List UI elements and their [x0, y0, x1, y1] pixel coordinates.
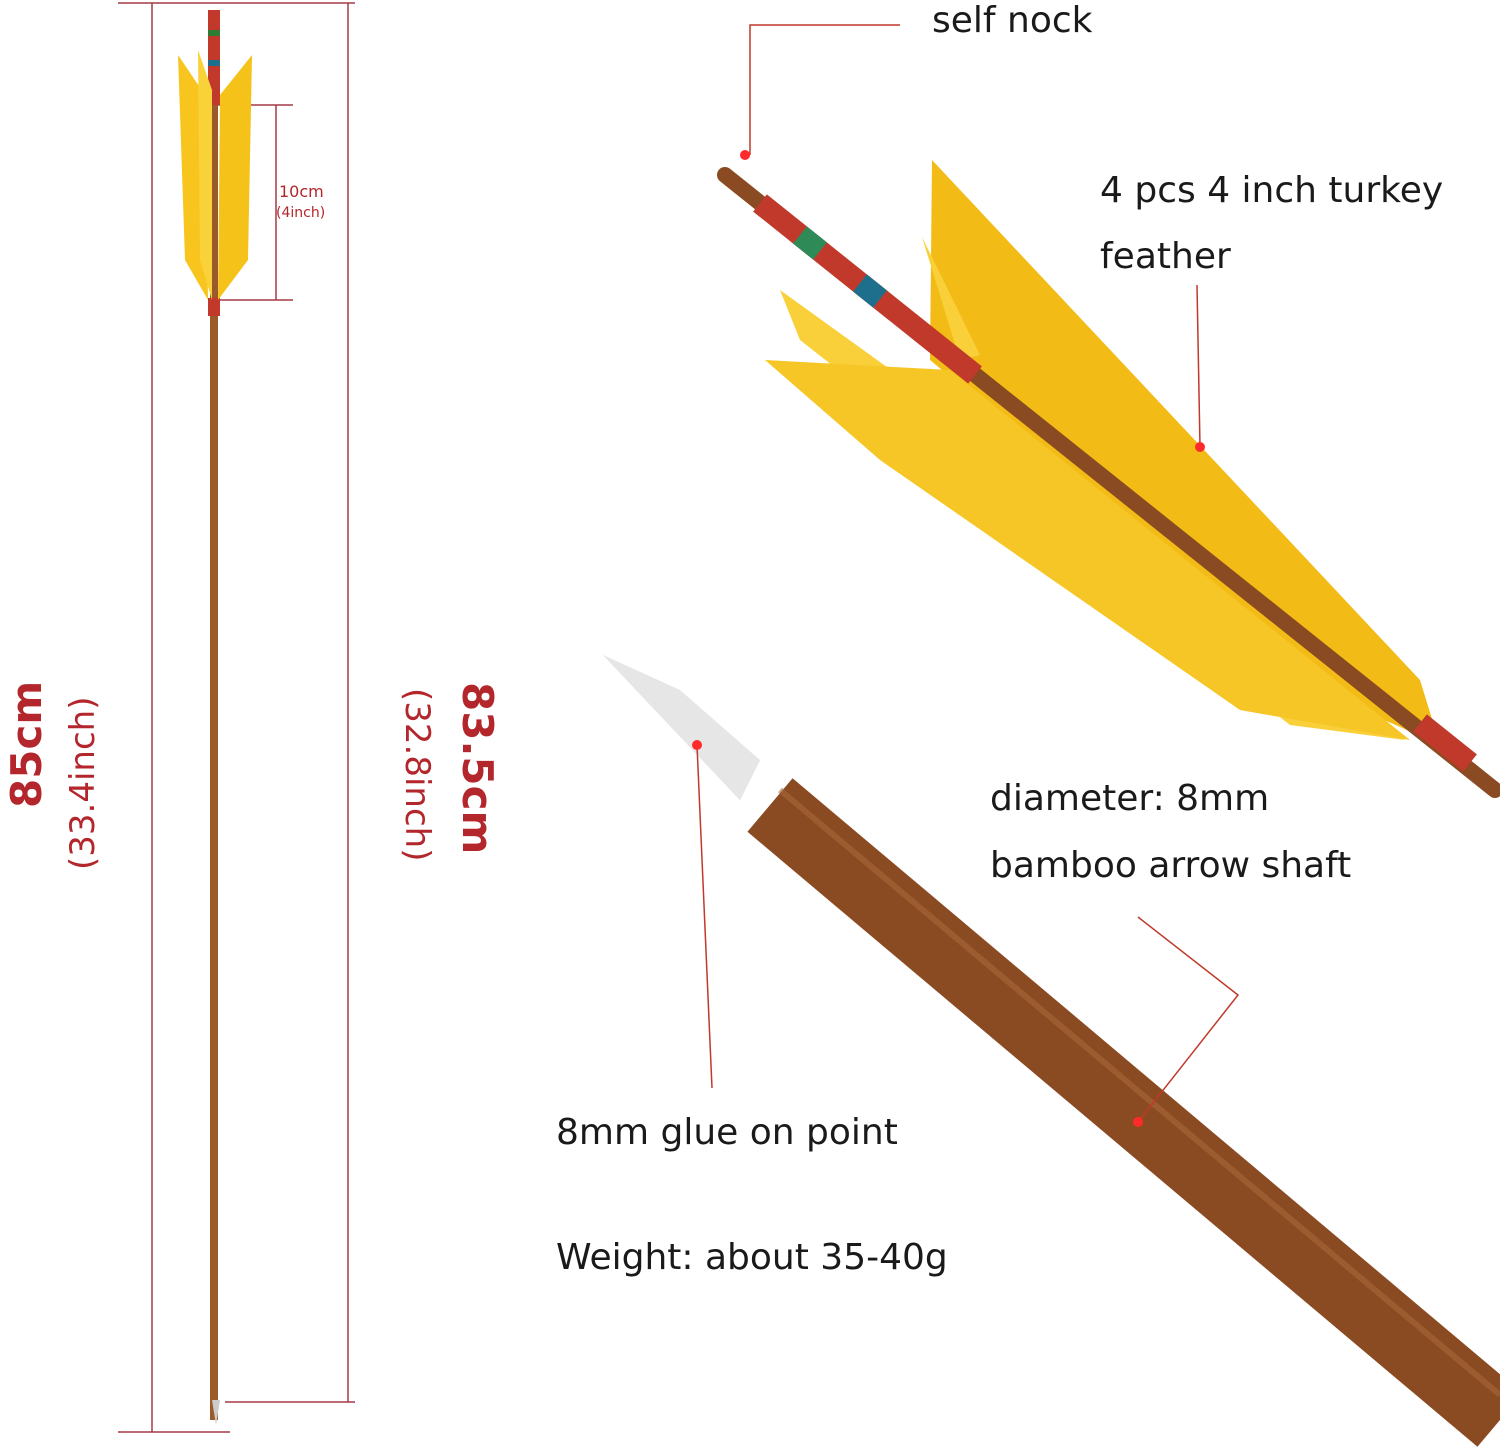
shaft-label: bamboo arrow shaft	[990, 845, 1352, 886]
feather-label-line1: 4 pcs 4 inch turkey	[1100, 170, 1444, 211]
arrow-full-view	[178, 10, 252, 1425]
feather-label-line2: feather	[1100, 236, 1231, 277]
fletching-closeup	[717, 160, 1500, 798]
point-label: 8mm glue on point	[556, 1112, 898, 1153]
total-length-inch: (33.4inch)	[63, 696, 103, 870]
nock-label: self nock	[932, 0, 1093, 41]
diameter-label: diameter: 8mm	[990, 778, 1270, 819]
callout-dots	[692, 150, 1205, 1127]
feather-length-inch: (4inch)	[276, 205, 326, 221]
total-length-cm: 85cm	[2, 680, 51, 808]
point-closeup	[603, 655, 1500, 1447]
weight-label: Weight: about 35-40g	[556, 1237, 948, 1278]
callout-lines	[696, 24, 1240, 1123]
shaft-length-inch: (32.8inch)	[397, 688, 437, 862]
feather-length-cm: 10cm	[279, 182, 324, 201]
shaft-length-cm: 83.5cm	[453, 682, 502, 855]
